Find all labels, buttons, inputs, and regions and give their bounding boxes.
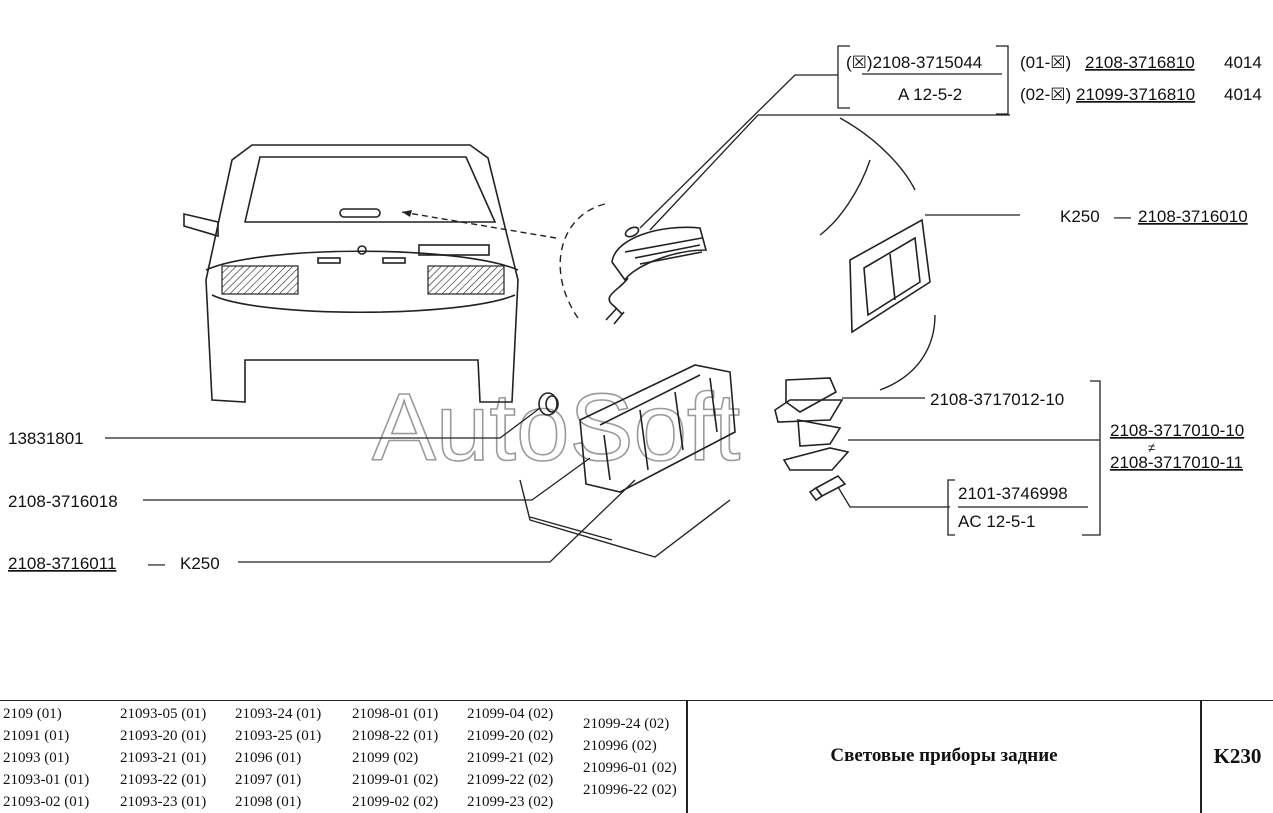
bulb [808,474,847,502]
model-item: 21099-01 (02) [352,772,439,788]
not-equal-mark: ≠ [1148,440,1155,455]
bulb-part: 2101-3746998 [958,484,1068,503]
title-block: 2109 (01) 21091 (01) 21093 (01) 21093-01… [0,700,1273,813]
variant-02-qty: 4014 [1224,85,1262,104]
model-item: 21093-22 (01) [120,772,207,788]
model-column-1: 2109 (01) 21091 (01) 21093 (01) 21093-01… [3,703,89,813]
model-item: 21091 (01) [3,728,70,744]
model-item: 21098-01 (01) [352,706,439,722]
model-item: 21098-22 (01) [352,728,439,744]
variant-02-part: 21099-3716810 [1076,85,1195,104]
model-item: 21099-23 (02) [467,794,554,810]
model-column-3: 21093-24 (01) 21093-25 (01) 21096 (01) 2… [235,703,321,813]
model-item: 21099 (02) [352,750,419,766]
model-item: 21099-22 (02) [467,772,554,788]
variant-02-prefix: (02-☒) [1020,85,1071,104]
model-item: 21097 (01) [235,772,302,788]
car-rear-illustration [183,144,519,403]
model-item: 21093-01 (01) [3,772,90,788]
callout-lamp-bulb-part: (☒)2108-3715044 [846,53,982,72]
part-2108-3717010-10: 2108-3717010-10 [1110,421,1244,440]
part-2108-3717010-11: 2108-3717010-11 [1110,453,1243,472]
plate-light [774,377,850,471]
variant-01-qty: 4014 [1224,53,1262,72]
right-lamp-hatched [427,265,505,295]
k250-left-label: K250 [180,554,220,573]
model-column-2: 21093-05 (01) 21093-20 (01) 21093-21 (01… [120,703,206,813]
model-item: 21099-04 (02) [467,706,554,722]
part-2108-3716011: 2108-3716011 [8,554,116,573]
left-lamp-hatched [221,265,299,295]
model-item: 210996-01 (02) [583,760,677,776]
rear-lamp-lens [849,218,931,334]
model-item: 21099-24 (02) [583,716,670,732]
variant-01-prefix: (01-☒) [1020,53,1071,72]
lamp-bulb-bracket [837,45,1009,115]
dash-right: — [1114,207,1131,226]
parts-diagram: AutoSoft [8,45,1262,573]
model-column-5: 21099-04 (02) 21099-20 (02) 21099-21 (02… [467,703,553,813]
model-item: 21093-05 (01) [120,706,207,722]
high-mount-brake-lamp [605,226,708,325]
model-item: 21093-21 (01) [120,750,207,766]
dash-left: — [148,554,165,573]
part-2108-3716010: 2108-3716010 [1138,207,1248,226]
model-item: 21099-20 (02) [467,728,554,744]
detail-circle [559,203,606,319]
model-item: 21093-23 (01) [120,794,207,810]
model-item: 21093-24 (01) [235,706,322,722]
plate-light-bracket [947,380,1101,536]
sheet-code: K230 [1213,744,1262,768]
callout-lamp-bulb-type: A 12-5-2 [898,85,962,104]
k250-right-label: K250 [1060,207,1100,226]
car-body-outline [519,117,936,558]
rear-lamp-housing [579,364,736,493]
part-2108-3716018: 2108-3716018 [8,492,118,511]
model-item: 2109 (01) [3,706,62,722]
model-item: 21093-25 (01) [235,728,322,744]
model-item: 210996 (02) [583,738,657,754]
model-item: 21099-21 (02) [467,750,554,766]
model-column-6: 21099-24 (02) 210996 (02) 210996-01 (02)… [583,713,677,801]
part-13831801: 13831801 [8,429,84,448]
divider [686,701,688,813]
detail-pointer [401,211,557,239]
grommet [538,392,559,416]
divider [1200,701,1202,813]
sheet-title: Световые приборы задние [830,745,1058,766]
model-item: 21093-20 (01) [120,728,207,744]
variant-01-part: 2108-3716810 [1085,53,1195,72]
model-item: 21096 (01) [235,750,302,766]
model-column-4: 21098-01 (01) 21098-22 (01) 21099 (02) 2… [352,703,438,813]
part-2108-3717012-10: 2108-3717012-10 [930,390,1064,409]
bulb-type: AC 12-5-1 [958,512,1035,531]
watermark: AutoSoft [372,374,740,481]
model-item: 21099-02 (02) [352,794,439,810]
model-item: 210996-22 (02) [583,782,677,798]
model-item: 21093 (01) [3,750,70,766]
leader-lines [105,74,1100,563]
model-item: 21098 (01) [235,794,302,810]
model-item: 21093-02 (01) [3,794,90,810]
